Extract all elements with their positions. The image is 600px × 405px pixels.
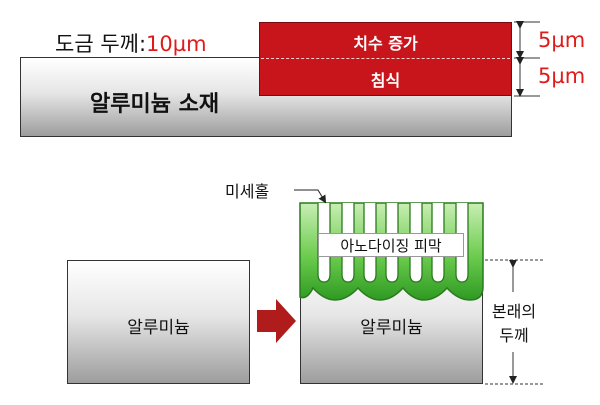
plating-midline <box>261 58 510 59</box>
micro-pores-pointer <box>294 189 327 204</box>
erosion-label: 침식 <box>370 71 401 90</box>
micro-pores-label: 미세홀 <box>225 182 270 201</box>
anodizing-film-label-box <box>318 233 464 257</box>
original-thickness-line1: 본래의 <box>490 298 538 322</box>
anodizing-film-label: 아노다이징 피막 <box>340 237 442 255</box>
aluminum-block-before <box>67 260 250 384</box>
size-increase-label: 치수 증가 <box>353 34 418 53</box>
left-block-label: 알루미늄 <box>127 318 190 338</box>
transition-arrow <box>257 299 296 343</box>
top-dimension-arrows <box>514 21 540 97</box>
right-block-label: 알루미늄 <box>360 318 423 338</box>
original-thickness-line2: 두께 <box>490 322 538 346</box>
lower-dimension-value: 5µm <box>538 64 586 88</box>
coating-thickness-value: 10µm <box>146 32 207 56</box>
upper-dimension-value: 5µm <box>538 28 586 52</box>
coating-thickness-text: 도금 두께: <box>55 32 147 56</box>
coating-thickness-label: 도금 두께:10µm <box>55 28 207 58</box>
red-plating-layer <box>259 22 512 96</box>
original-thickness-dimension <box>485 259 545 385</box>
substrate-label: 알루미늄 소재 <box>90 92 220 117</box>
